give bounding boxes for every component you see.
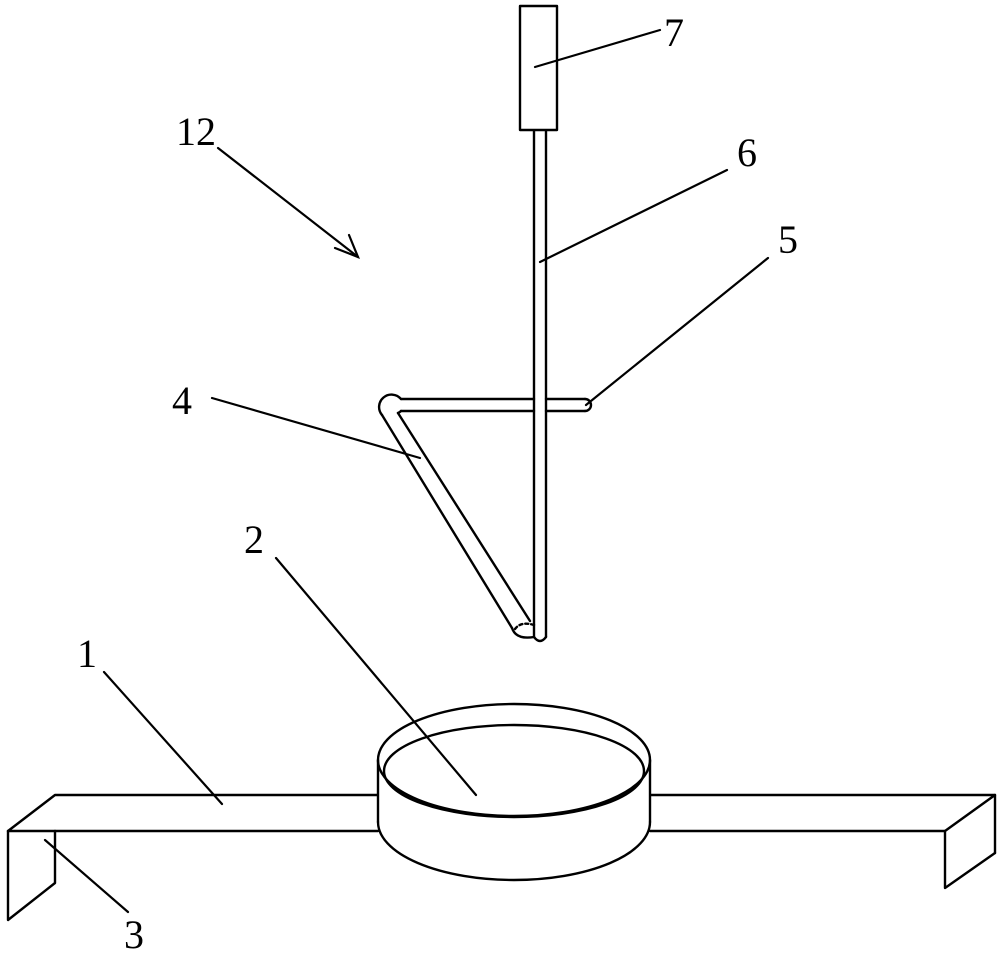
- label-3: 3: [124, 912, 144, 953]
- label-6: 6: [737, 130, 757, 175]
- leader-line-3: [43, 838, 130, 914]
- leader-line-7: [533, 28, 662, 69]
- diagonal-rod-4: [377, 393, 536, 639]
- ring-container-2: [376, 702, 652, 882]
- base-bar-1: [6, 793, 997, 922]
- horizontal-arm-5: [399, 397, 593, 413]
- label-1: 1: [77, 631, 97, 676]
- handle-7: [518, 4, 559, 132]
- label-7: 7: [664, 10, 684, 55]
- leader-line-6: [538, 168, 729, 264]
- label-2: 2: [244, 517, 264, 562]
- leader-line-2: [274, 556, 478, 797]
- leader-line-5: [584, 256, 770, 407]
- label-4: 4: [172, 378, 192, 423]
- arrow-12: [216, 146, 360, 259]
- vertical-rod-6: [532, 129, 548, 643]
- leader-line-1: [102, 670, 224, 806]
- leader-line-4: [210, 396, 422, 460]
- label-12: 12: [176, 109, 216, 154]
- label-5: 5: [778, 217, 798, 262]
